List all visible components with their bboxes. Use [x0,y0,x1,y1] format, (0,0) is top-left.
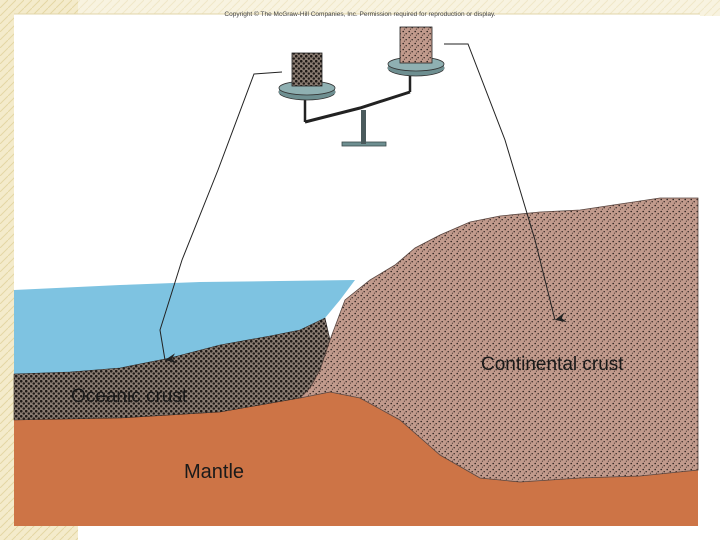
scale-pillar [361,110,366,144]
oceanic-crust-label: Oceanic crust [71,386,187,408]
continental-crust-label: Continental crust [481,354,624,376]
mantle-label: Mantle [184,461,244,484]
continental-crust-sample [400,27,432,63]
oceanic-crust-sample [292,53,322,86]
copyright-notice: Copyright © The McGraw-Hill Companies, I… [0,11,720,18]
